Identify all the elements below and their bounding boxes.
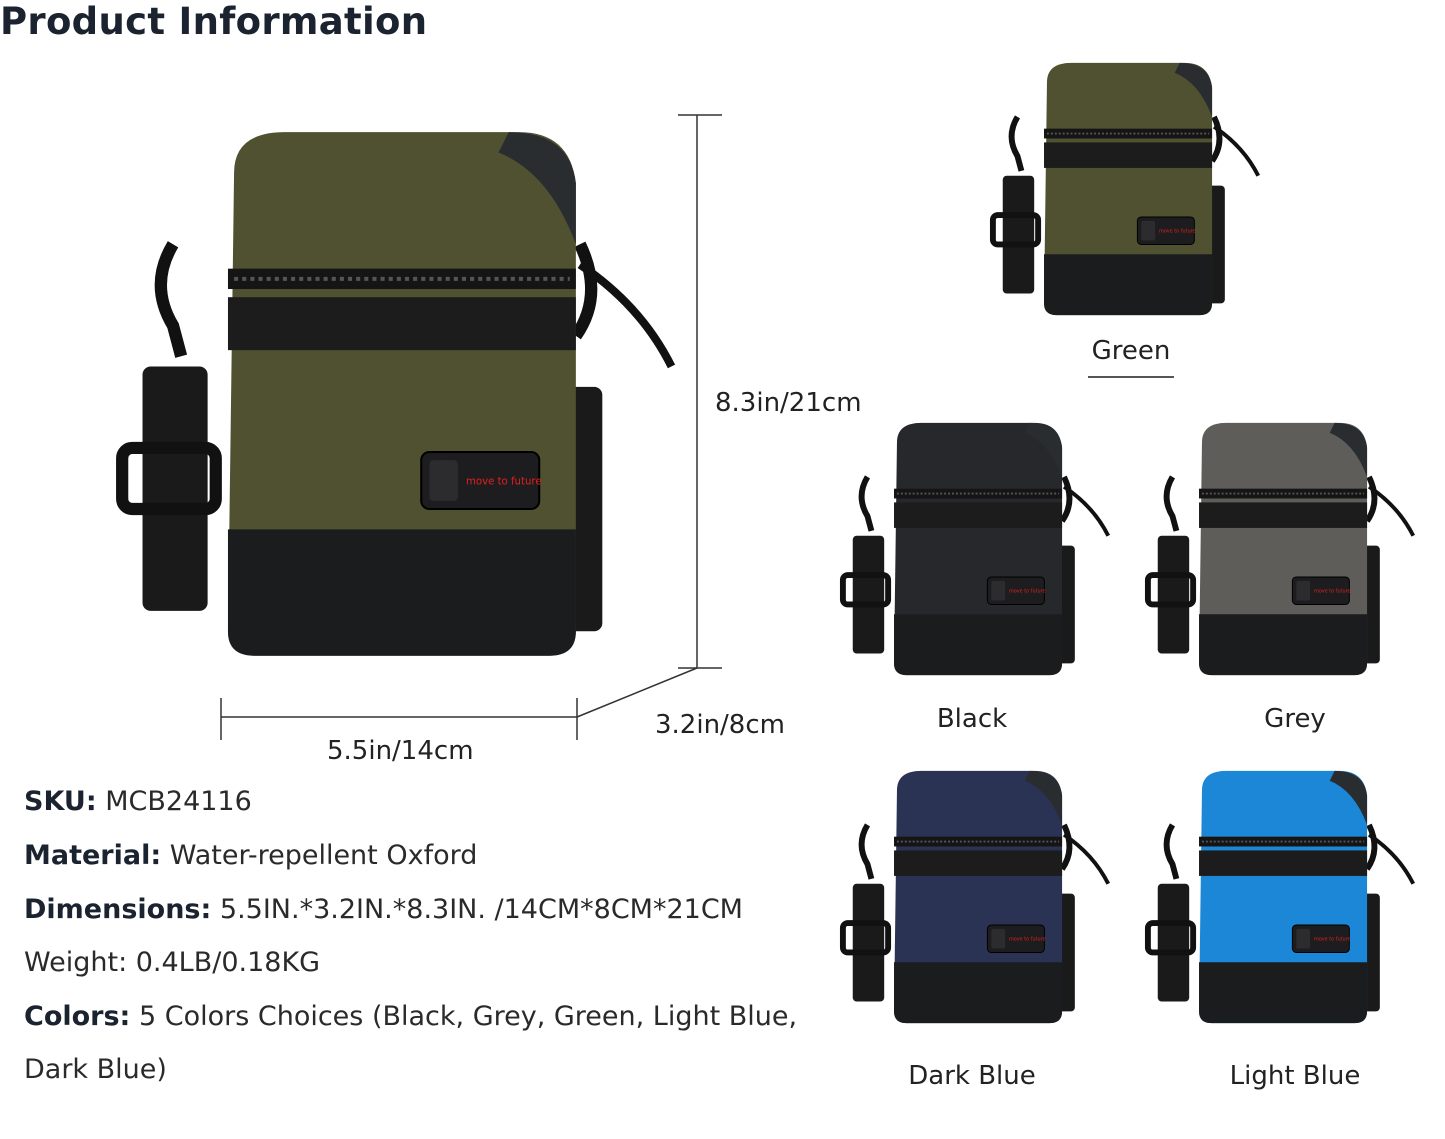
bag-bottom-panel bbox=[1044, 254, 1213, 316]
spec-colors-value: 5 Colors Choices (Black, Grey, Green, Li… bbox=[138, 1001, 798, 1032]
variant-label-green[interactable]: Green bbox=[1091, 336, 1171, 366]
zipper bbox=[1044, 128, 1213, 139]
bag-body bbox=[1199, 770, 1368, 1024]
strap-buckle bbox=[1144, 572, 1197, 608]
clip-hook-left bbox=[858, 475, 875, 532]
selected-underline bbox=[1088, 376, 1174, 378]
webbing bbox=[1044, 142, 1213, 168]
variant-image-dark-blue[interactable]: move to future bbox=[838, 766, 1123, 1031]
clip-hook-right bbox=[1209, 115, 1223, 163]
spec-sku-value: MCB24116 bbox=[105, 786, 252, 817]
spec-sku-label: SKU: bbox=[24, 786, 97, 817]
bag-body bbox=[894, 770, 1063, 1024]
strap-buckle bbox=[839, 920, 892, 956]
main-product-image: move to future bbox=[112, 122, 702, 672]
variant-image-black[interactable]: move to future bbox=[838, 418, 1123, 683]
webbing bbox=[1199, 850, 1368, 876]
bag-bottom-panel bbox=[1199, 614, 1368, 676]
clip-hook-right bbox=[1059, 823, 1073, 871]
webbing bbox=[894, 850, 1063, 876]
spec-dimensions-label: Dimensions: bbox=[24, 894, 212, 925]
strap-buckle bbox=[1144, 920, 1197, 956]
brand-text: move to future bbox=[1159, 229, 1196, 235]
webbing bbox=[894, 502, 1063, 528]
variant-label-light-blue[interactable]: Light Blue bbox=[1229, 1061, 1361, 1091]
strap-left bbox=[1157, 535, 1190, 654]
bag-body bbox=[227, 132, 576, 656]
variant-label-dark-blue[interactable]: Dark Blue bbox=[908, 1061, 1036, 1091]
bag-bottom-panel bbox=[894, 962, 1063, 1024]
spec-colors-continued: Dark Blue) bbox=[24, 1054, 167, 1085]
spec-weight: Weight: 0.4LB/0.18KG bbox=[24, 947, 321, 978]
bag-bottom-panel bbox=[227, 529, 576, 656]
bag-top-panel bbox=[498, 132, 576, 245]
clip-hook-left bbox=[1008, 115, 1025, 172]
variant-image-green[interactable]: move to future bbox=[988, 58, 1273, 323]
brand-text: move to future bbox=[1009, 589, 1046, 595]
bag-top-panel bbox=[1174, 62, 1213, 117]
zipper bbox=[894, 836, 1063, 847]
spec-dimensions: Dimensions: 5.5IN.*3.2IN.*8.3IN. /14CM*8… bbox=[24, 894, 743, 925]
brand-text: move to future bbox=[466, 477, 542, 488]
clip-hook-left bbox=[1163, 823, 1180, 880]
strap-buckle bbox=[839, 572, 892, 608]
bag-bottom-panel bbox=[894, 614, 1063, 676]
clip-hook-right bbox=[570, 241, 598, 340]
clip-hook-left bbox=[1163, 475, 1180, 532]
webbing bbox=[1199, 502, 1368, 528]
bag-top-panel bbox=[1329, 422, 1368, 477]
bag-body bbox=[894, 422, 1063, 676]
page-title: Product Information bbox=[0, 0, 428, 43]
brand-text: move to future bbox=[1314, 937, 1351, 943]
zipper bbox=[1199, 836, 1368, 847]
variant-label-grey[interactable]: Grey bbox=[1264, 704, 1326, 734]
zipper bbox=[894, 488, 1063, 499]
variant-label-black[interactable]: Black bbox=[936, 704, 1008, 734]
bag-top-panel bbox=[1024, 422, 1063, 477]
spec-colors: Colors: 5 Colors Choices (Black, Grey, G… bbox=[24, 1001, 797, 1032]
variant-image-grey[interactable]: move to future bbox=[1143, 418, 1428, 683]
clip-hook-right bbox=[1059, 475, 1073, 523]
bag-bottom-panel bbox=[1199, 962, 1368, 1024]
zipper bbox=[1199, 488, 1368, 499]
clip-hook-right bbox=[1364, 475, 1378, 523]
bag-top-panel bbox=[1024, 770, 1063, 825]
spec-colors-label: Colors: bbox=[24, 1001, 131, 1032]
height-label: 8.3in/21cm bbox=[715, 388, 862, 418]
variant-image-light-blue[interactable]: move to future bbox=[1143, 766, 1428, 1031]
brand-text: move to future bbox=[1314, 589, 1351, 595]
strap-left bbox=[852, 883, 885, 1002]
spec-material-value: Water-repellent Oxford bbox=[169, 840, 478, 871]
clip-hook-left bbox=[858, 823, 875, 880]
bag-body bbox=[1199, 422, 1368, 676]
depth-label: 3.2in/8cm bbox=[655, 710, 785, 740]
brand-text: move to future bbox=[1009, 937, 1046, 943]
strap-left bbox=[142, 366, 208, 611]
strap-left bbox=[852, 535, 885, 654]
width-label: 5.5in/14cm bbox=[327, 736, 474, 766]
strap-buckle bbox=[116, 441, 222, 516]
zipper bbox=[227, 268, 576, 290]
bag-top-panel bbox=[1329, 770, 1368, 825]
clip-hook-right bbox=[1364, 823, 1378, 871]
depth-line bbox=[576, 667, 698, 718]
clip-hook-left bbox=[154, 241, 188, 358]
strap-left bbox=[1157, 883, 1190, 1002]
strap-buckle bbox=[989, 212, 1042, 248]
spec-sku: SKU: MCB24116 bbox=[24, 786, 252, 817]
bag-body bbox=[1044, 62, 1213, 316]
spec-material-label: Material: bbox=[24, 840, 162, 871]
spec-dimensions-value: 5.5IN.*3.2IN.*8.3IN. /14CM*8CM*21CM bbox=[219, 894, 743, 925]
spec-material: Material: Water-repellent Oxford bbox=[24, 840, 477, 871]
strap-left bbox=[1002, 175, 1035, 294]
webbing bbox=[227, 297, 576, 351]
